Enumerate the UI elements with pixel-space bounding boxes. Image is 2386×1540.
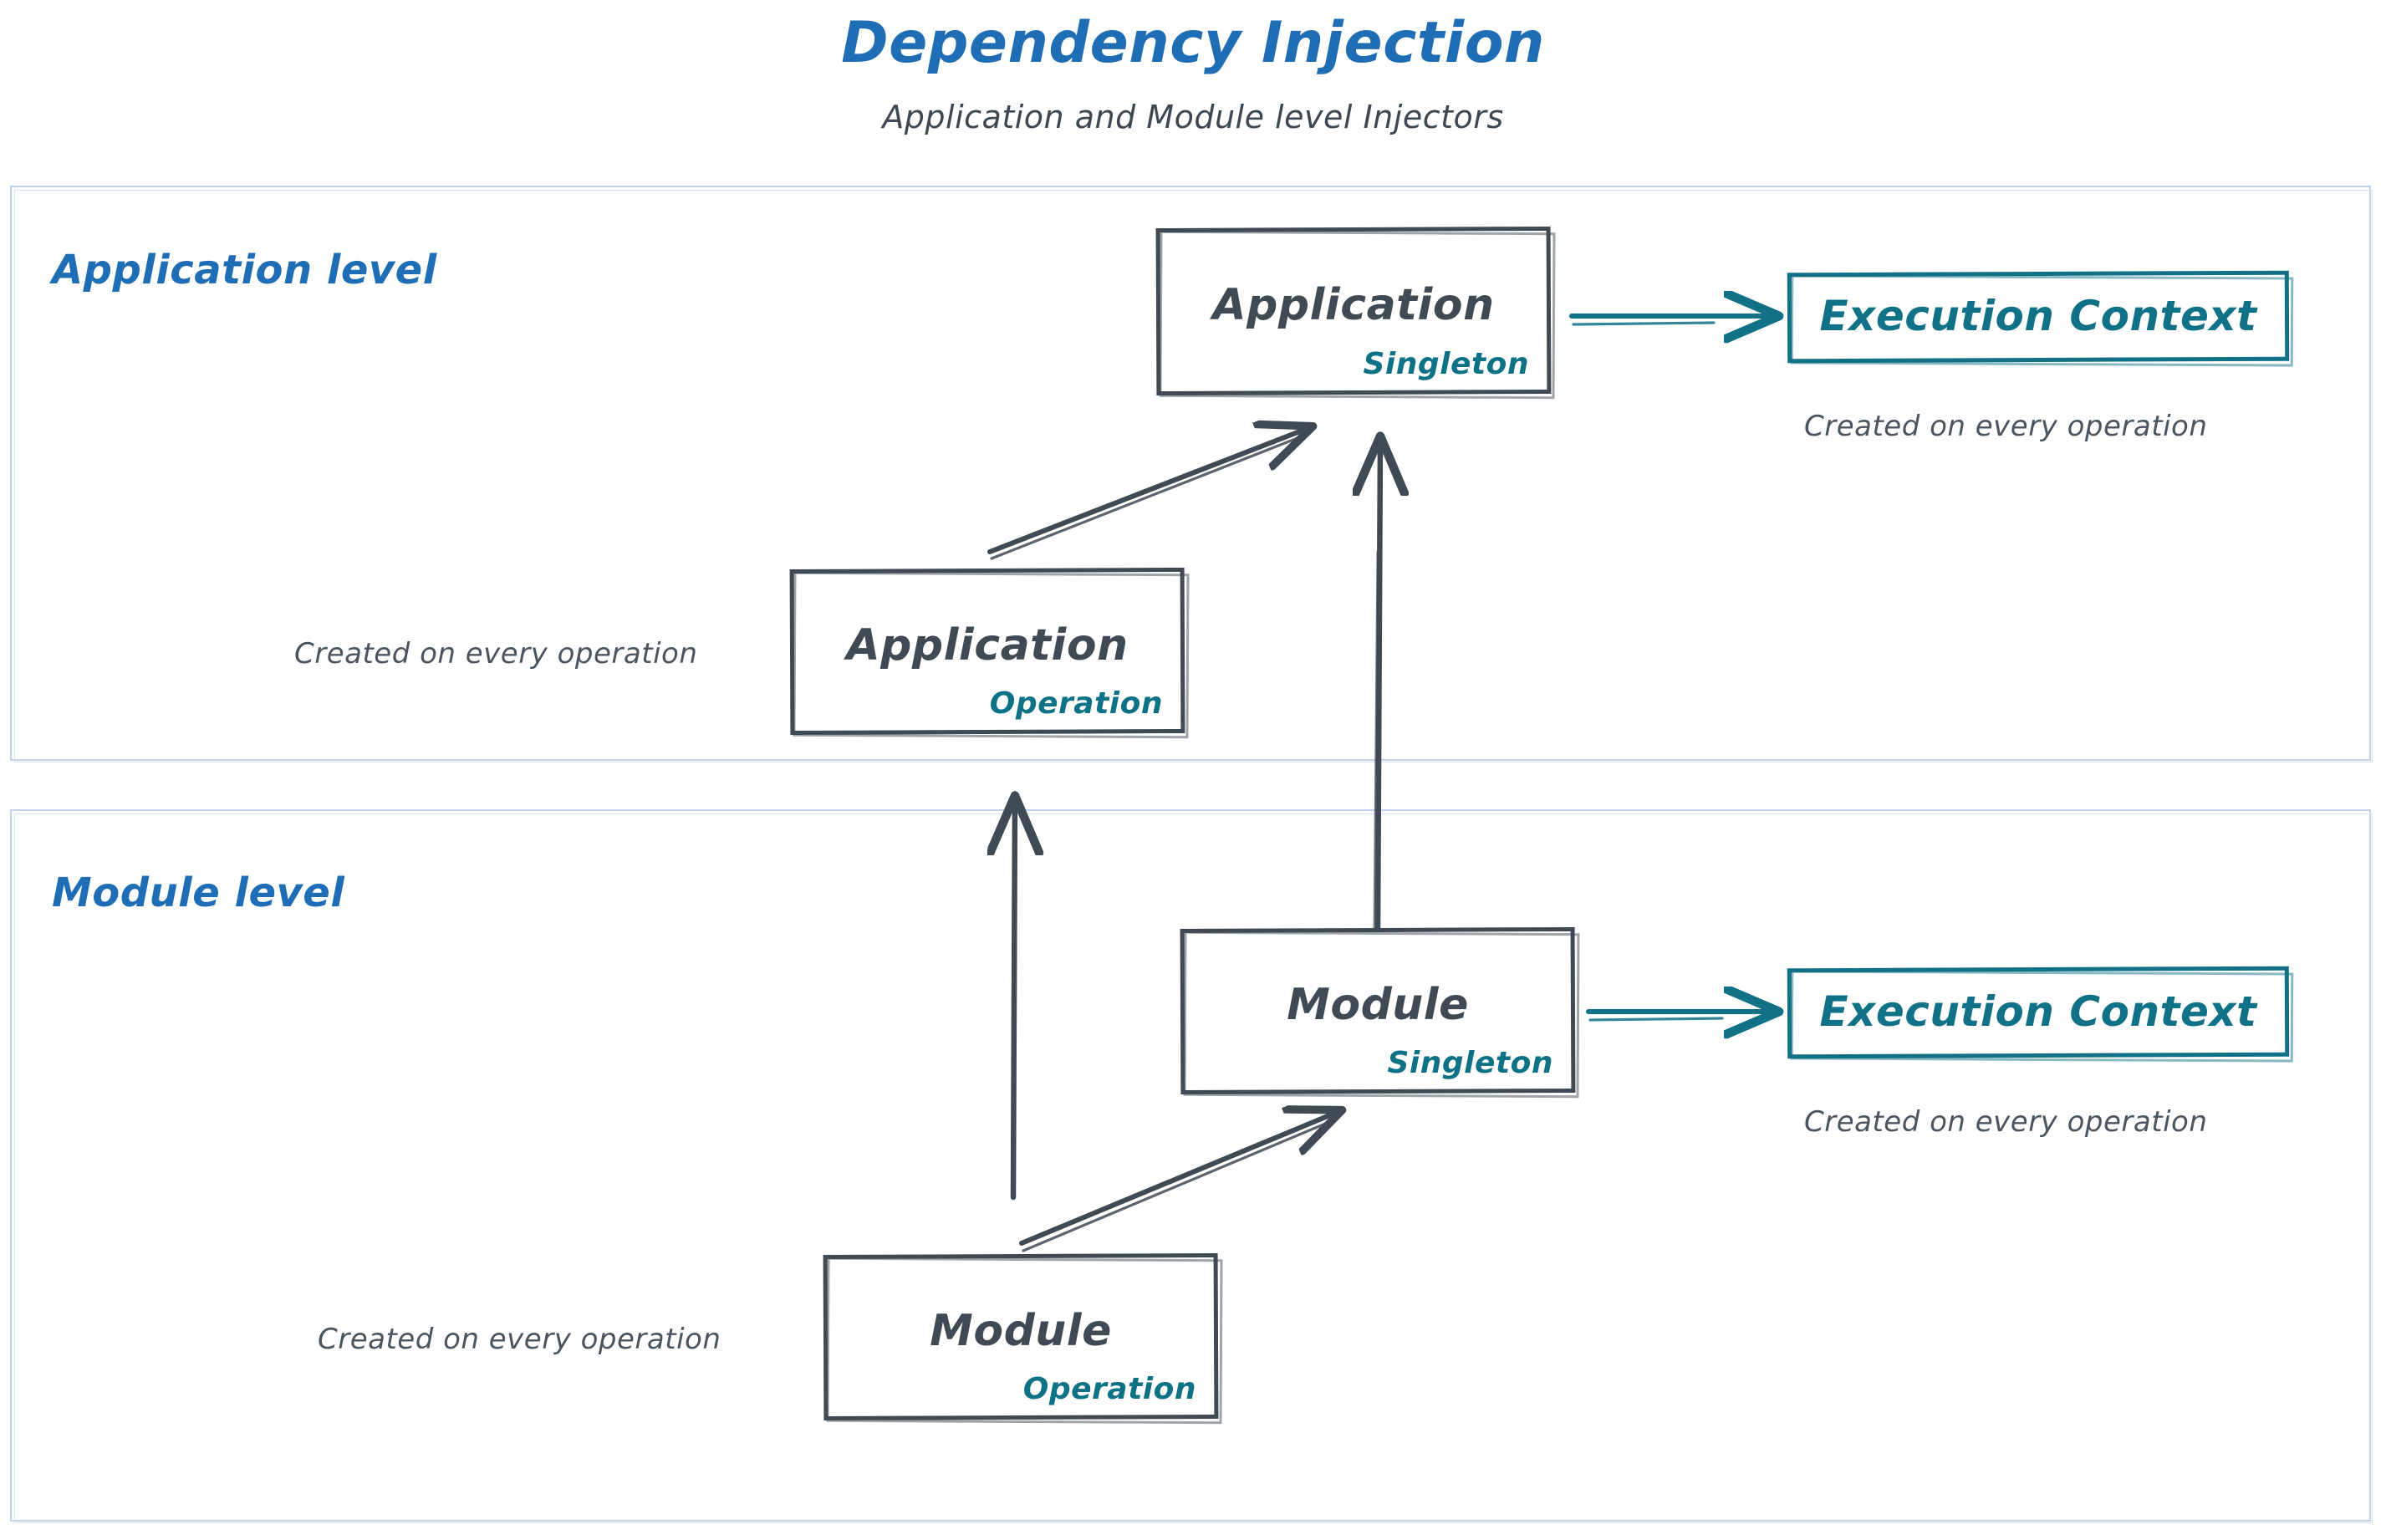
node-scope-badge: Operation [989,686,1163,721]
node-title: Module [1287,979,1469,1030]
note-application-operation: Created on every operation [294,637,698,671]
node-title: Application [1212,279,1495,330]
node-module-singleton[interactable]: Module Singleton [1180,926,1580,1099]
node-scope-badge: Operation [1022,1372,1196,1406]
node-execution-context-module[interactable]: Execution Context [1787,966,2294,1063]
node-scope-badge: Singleton [1363,347,1529,381]
node-title: Module [930,1305,1112,1356]
node-title: Application [846,620,1129,671]
node-title: Execution Context [1819,291,2257,340]
node-execution-context-application[interactable]: Execution Context [1787,270,2294,367]
node-module-operation[interactable]: Module Operation [823,1252,1223,1425]
diagram-subtitle: Application and Module level Injectors [882,99,1504,135]
panel-label-application-level: Application level [52,247,437,293]
node-scope-badge: Singleton [1387,1046,1553,1080]
node-application-singleton[interactable]: Application Singleton [1155,226,1556,400]
diagram-title: Dependency Injection [841,10,1545,76]
node-title: Execution Context [1819,987,2257,1036]
panel-label-module-level: Module level [52,869,345,916]
node-application-operation[interactable]: Application Operation [789,567,1190,739]
note-module-operation: Created on every operation [318,1323,721,1356]
note-exec-context-application: Created on every operation [1804,410,2208,443]
note-exec-context-module: Created on every operation [1804,1105,2208,1139]
